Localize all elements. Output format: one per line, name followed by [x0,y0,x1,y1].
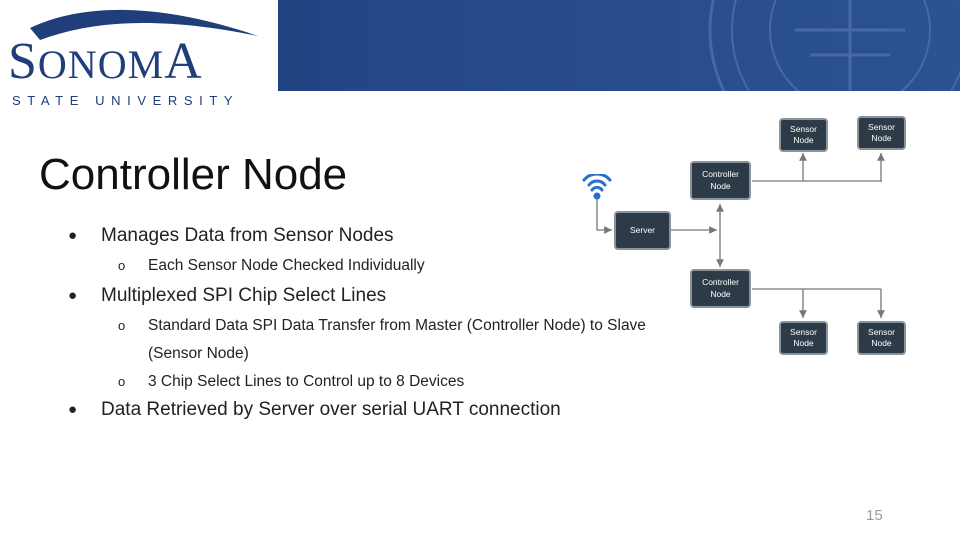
sub-bullet-item: o Standard Data SPI Data Transfer from Ma… [55,312,668,368]
diagram-connectors [596,153,885,318]
sub-bullet-text: Each Sensor Node Checked Individually [148,257,425,274]
sub-bullet-text: Standard Data SPI Data Transfer from Mas… [148,317,646,362]
bullet-list: ● Manages Data from Sensor Nodes o Each Se… [55,222,695,426]
bullet-text: Data Retrieved by Server over serial UAR… [101,399,561,420]
logo-swoosh-icon [30,9,258,40]
sub-bullet-circle-icon: o [118,318,126,333]
bullet-item: ● Manages Data from Sensor Nodes [55,222,695,252]
bullet-dot-icon: ● [68,287,78,304]
bullet-dot-icon: ● [68,401,78,418]
wifi-broadcast-icon [582,174,612,200]
sub-bullet-text: 3 Chip Select Lines to Control up to 8 D… [148,373,465,390]
server-node: Server [614,211,671,250]
logo-subtitle: STATE UNIVERSITY [12,93,240,108]
university-seal-watermark [708,0,960,91]
bullet-text: Manages Data from Sensor Nodes [101,225,394,246]
bullet-text: Multiplexed SPI Chip Select Lines [101,285,387,306]
logo-wordmark: SONOMA [8,33,203,90]
sub-bullet-item: o Each Sensor Node Checked Individually [55,252,695,280]
sub-bullet-circle-icon: o [118,374,126,389]
bullet-dot-icon: ● [68,227,78,244]
slide-title: Controller Node [39,150,348,199]
sub-bullet-item: o 3 Chip Select Lines to Control up to 8 … [55,368,695,396]
bullet-item: ● Multiplexed SPI Chip Select Lines [55,282,695,312]
sub-bullet-circle-icon: o [118,258,126,273]
university-logo: SONOMA STATE UNIVERSITY [0,0,278,112]
page-number: 15 [866,507,883,524]
bullet-item: ● Data Retrieved by Server over serial UA… [55,396,695,426]
